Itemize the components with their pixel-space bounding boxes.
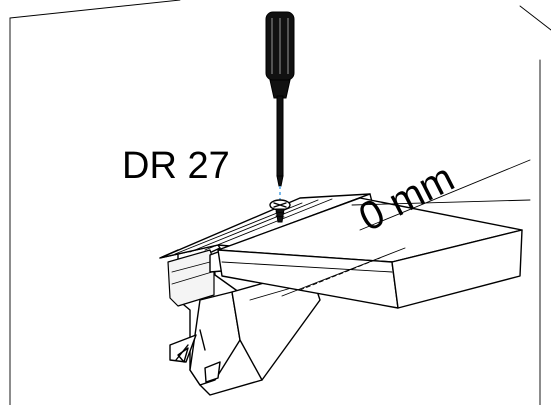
- model-label: DR 27: [122, 145, 230, 187]
- screw-icon: [269, 199, 291, 223]
- room-outline: [9, 0, 551, 405]
- gap-dimension-line: [351, 159, 531, 231]
- screwdriver-icon: [265, 11, 295, 187]
- floor-board: [217, 197, 523, 309]
